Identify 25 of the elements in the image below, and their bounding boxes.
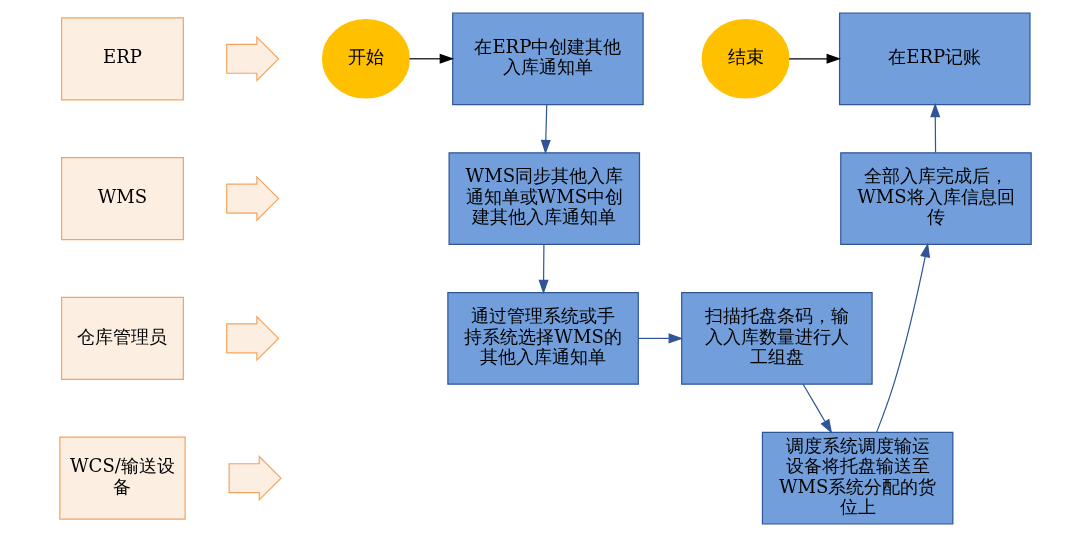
node-circle: 开始	[321, 19, 410, 99]
node-arrow	[225, 315, 279, 362]
node-box: 扫描托盘条码，输入入库数量进行人工组盘	[680, 292, 873, 385]
arrow	[637, 333, 683, 344]
node-box: 全部入库完成后，WMS将入库信息回传	[839, 152, 1032, 245]
node-box: 仓库管理员	[60, 296, 184, 380]
node-arrow	[225, 175, 279, 222]
arrow	[408, 53, 454, 64]
node-box: WCS/输送设备	[58, 436, 186, 520]
node-arrow	[228, 455, 282, 502]
node-box: 通过管理系统或手持系统选择WMS的其他入库通知单	[446, 292, 639, 385]
node-box: ERP	[60, 17, 184, 101]
node-circle: 结束	[701, 19, 790, 99]
arrow	[875, 242, 930, 433]
arrow	[929, 102, 940, 154]
node-box: 在ERP记账	[838, 12, 1031, 106]
node-box: WMS同步其他入库通知单或WMS中创建其他入库通知单	[448, 152, 640, 245]
arrow	[802, 383, 832, 434]
arrow	[540, 104, 551, 155]
node-arrow	[225, 35, 279, 82]
node-box: 在ERP中创建其他入库通知单	[451, 12, 644, 106]
arrow	[788, 53, 841, 64]
arrow	[538, 243, 549, 295]
node-box: 调度系统调度输运设备将托盘输送至WMS系统分配的货位上	[761, 431, 953, 525]
node-box: WMS	[60, 157, 184, 241]
